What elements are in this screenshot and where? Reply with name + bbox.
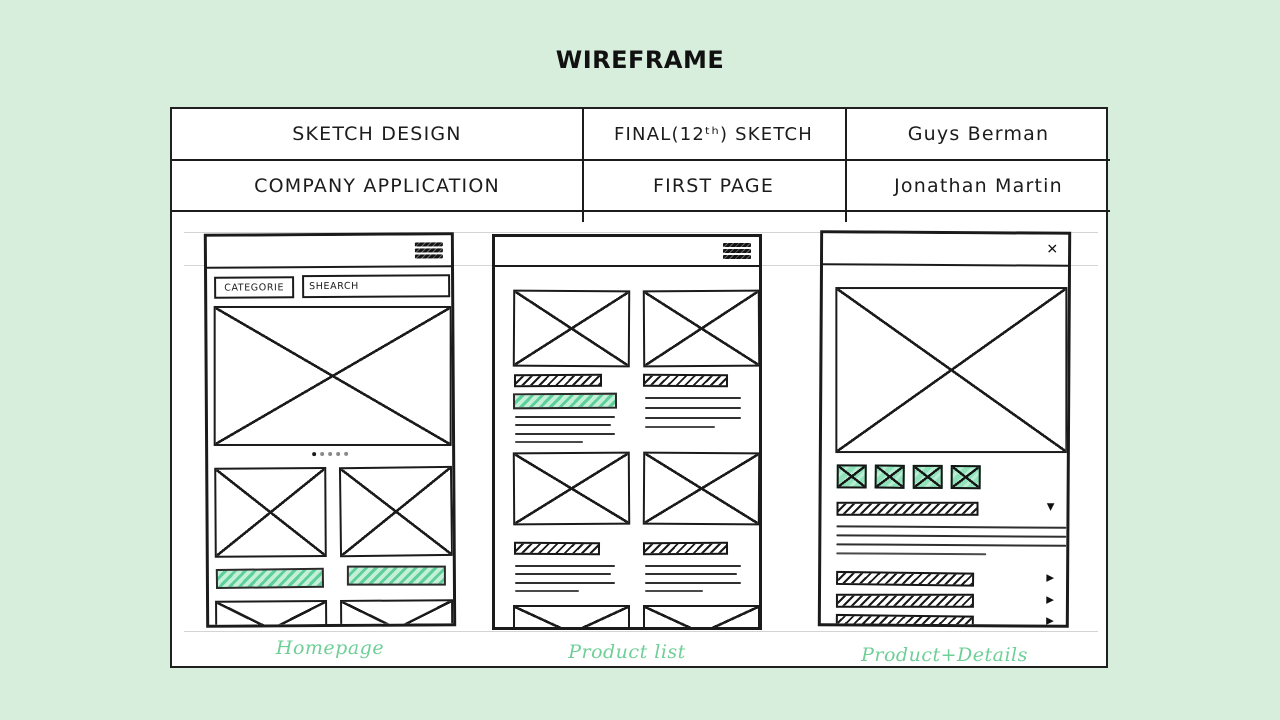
carousel-dots (208, 450, 452, 456)
text-line (515, 433, 615, 435)
header-cell-app-name: COMPANY APPLICATION (254, 174, 500, 197)
text-line (645, 417, 741, 419)
product-title-bar (513, 373, 603, 388)
navbar: ✕ (822, 233, 1069, 267)
green-button-bar (215, 567, 325, 590)
text-line (515, 416, 615, 418)
image-placeholder-clipped (340, 599, 454, 625)
header-cell-page-name: FIRST PAGE (652, 174, 775, 197)
image-placeholder-clipped (215, 600, 328, 625)
image-placeholder (338, 465, 454, 558)
text-line (645, 565, 741, 567)
thumbnail (950, 465, 981, 490)
product-image-placeholder (512, 451, 631, 526)
chevron-right-icon: ▶ (1046, 615, 1054, 625)
product-image-placeholder (642, 289, 759, 368)
wireframe-card: SKETCH DESIGN FINAL(12ᵗʰ) SKETCH Guys Be… (170, 107, 1110, 668)
green-price-bar (512, 392, 618, 410)
product-title-bar (513, 541, 601, 556)
thumbnail (912, 464, 943, 489)
product-image-placeholder (642, 451, 759, 526)
guide-line (184, 232, 1098, 233)
table-divider (172, 159, 1110, 161)
thumbnail (836, 464, 867, 489)
header-cell-version: FINAL(12ᵗʰ) SKETCH (614, 123, 813, 145)
text-line (645, 397, 741, 399)
accordion-row-bar (835, 613, 974, 625)
image-placeholder (214, 467, 327, 558)
product-title-bar (642, 541, 729, 556)
text-line (515, 441, 583, 443)
close-icon: ✕ (1046, 241, 1059, 258)
caption-homepage: Homepage (275, 637, 385, 659)
text-line (645, 426, 715, 428)
text-line (645, 590, 703, 592)
accordion-row-bar (835, 593, 974, 608)
panel-product-list-content (495, 237, 759, 627)
image-placeholder-clipped (643, 605, 759, 627)
green-button-bar (346, 565, 446, 586)
caption-product-details: Product+Details (861, 644, 1028, 666)
caption-product-list: Product list (568, 641, 686, 663)
search-field: SHEARCH (302, 274, 451, 299)
image-placeholder-clipped (513, 605, 630, 627)
detail-image-placeholder (835, 287, 1068, 454)
table-divider (582, 109, 584, 222)
panel-homepage: CATEGORIE SHEARCH (203, 232, 457, 628)
accordion-row-bar (836, 570, 975, 587)
navbar (495, 237, 759, 267)
chevron-right-icon: ▶ (1046, 572, 1055, 584)
text-line (645, 407, 741, 409)
text-line (515, 582, 615, 584)
text-line (836, 543, 1067, 547)
text-line (836, 534, 1067, 538)
text-line (645, 573, 737, 575)
navbar (206, 235, 452, 269)
hero-image-placeholder (213, 305, 452, 446)
panel-product-details: ✕ ▼ ▶ ▶ ▶ (817, 230, 1072, 628)
header-cell-design-type: SKETCH DESIGN (292, 123, 462, 145)
text-line (515, 590, 579, 592)
product-image-placeholder (512, 289, 631, 368)
text-line (515, 565, 615, 567)
product-title-bar (642, 373, 729, 388)
text-line (836, 552, 987, 556)
guide-line (184, 631, 1098, 632)
category-field-label: CATEGORIE (224, 281, 285, 294)
header-cell-author1: Guys Berman (907, 123, 1050, 145)
table-divider (845, 109, 847, 222)
text-line (836, 525, 1067, 529)
menu-icon (414, 242, 443, 259)
category-field: CATEGORIE (214, 276, 295, 299)
thumbnail (874, 464, 905, 489)
panel-homepage-content: CATEGORIE SHEARCH (206, 235, 454, 625)
table-divider (172, 210, 1110, 212)
text-line (645, 582, 741, 584)
detail-title-bar (836, 501, 979, 516)
search-field-label: SHEARCH (309, 280, 359, 293)
text-line (515, 424, 611, 426)
header-cell-author2: Jonathan Martin (894, 174, 1063, 197)
page-title: WIREFRAME (555, 46, 725, 74)
chevron-down-icon: ▼ (1046, 501, 1055, 513)
panel-product-details-content: ✕ ▼ ▶ ▶ ▶ (821, 233, 1069, 625)
chevron-right-icon: ▶ (1046, 594, 1054, 606)
panel-product-list (492, 234, 762, 630)
text-line (515, 573, 611, 575)
menu-icon (723, 243, 751, 259)
